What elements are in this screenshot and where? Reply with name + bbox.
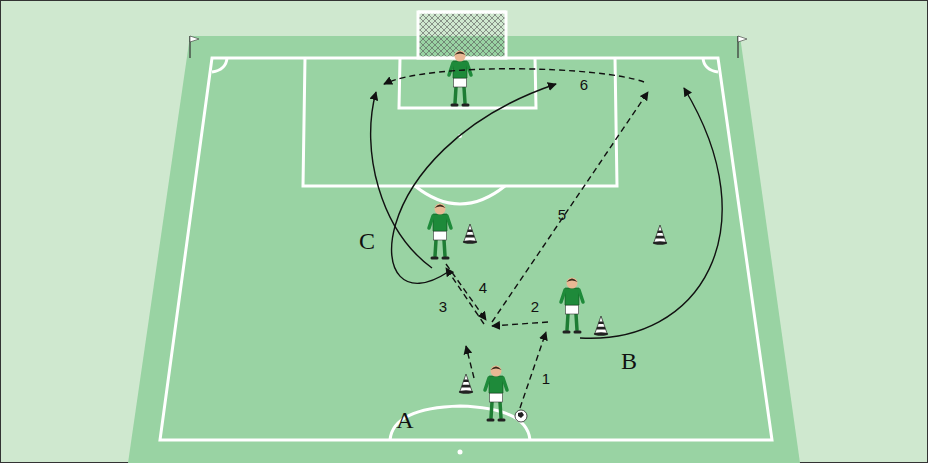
callout-number: 2 [531,299,539,314]
player-letter: B [621,349,637,373]
callout-number: 3 [439,299,447,314]
player-letter: A [396,408,413,432]
callout-number: 5 [558,207,566,222]
callout-number: 1 [542,371,550,386]
callout-number: 6 [580,77,588,92]
player-letter: C [359,229,375,253]
callout-number: 4 [479,280,487,295]
